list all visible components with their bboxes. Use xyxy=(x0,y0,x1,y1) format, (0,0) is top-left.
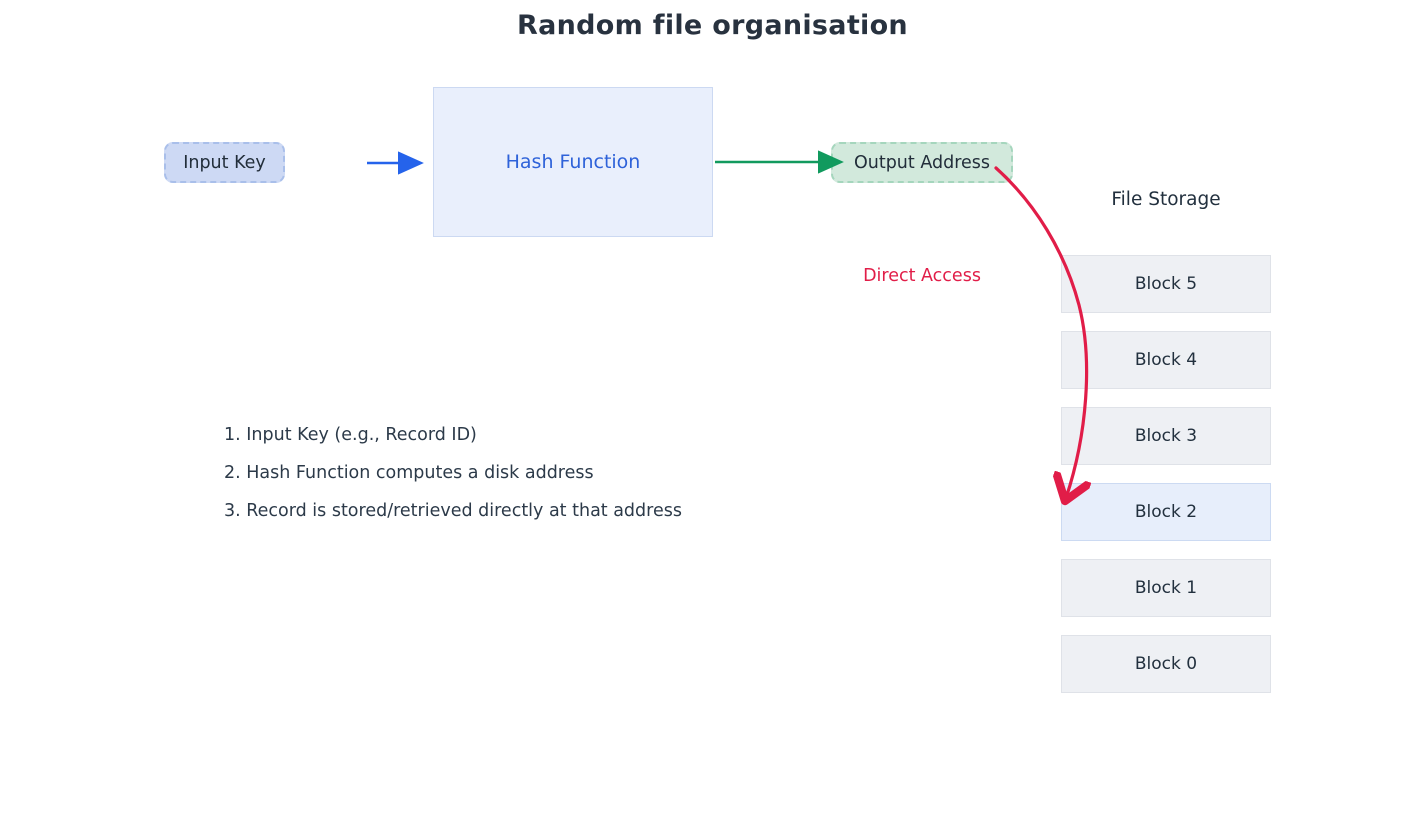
file-storage-heading: File Storage xyxy=(1111,189,1221,210)
hash-function-label: Hash Function xyxy=(505,151,641,173)
direct-access-label: Direct Access xyxy=(863,266,981,286)
step-item: 3. Record is stored/retrieved directly a… xyxy=(224,501,682,521)
explanation-steps: 1. Input Key (e.g., Record ID) 2. Hash F… xyxy=(224,416,682,530)
step-item: 1. Input Key (e.g., Record ID) xyxy=(224,425,477,445)
step-item: 2. Hash Function computes a disk address xyxy=(224,463,594,483)
storage-block: Block 3 xyxy=(1061,407,1271,465)
storage-block: Block 0 xyxy=(1061,635,1271,693)
output-address-label: Output Address xyxy=(853,152,991,173)
storage-block: Block 2 xyxy=(1061,483,1271,541)
page-title: Random file organisation xyxy=(517,10,908,41)
input-key-label: Input Key xyxy=(183,152,266,173)
output-address-node: Output Address xyxy=(831,142,1013,183)
hash-function-node: Hash Function xyxy=(433,87,713,237)
storage-block: Block 4 xyxy=(1061,331,1271,389)
storage-block: Block 1 xyxy=(1061,559,1271,617)
storage-block: Block 5 xyxy=(1061,255,1271,313)
input-key-node: Input Key xyxy=(164,142,285,183)
file-storage-stack: Block 5 Block 4 Block 3 Block 2 Block 1 … xyxy=(1061,255,1271,711)
